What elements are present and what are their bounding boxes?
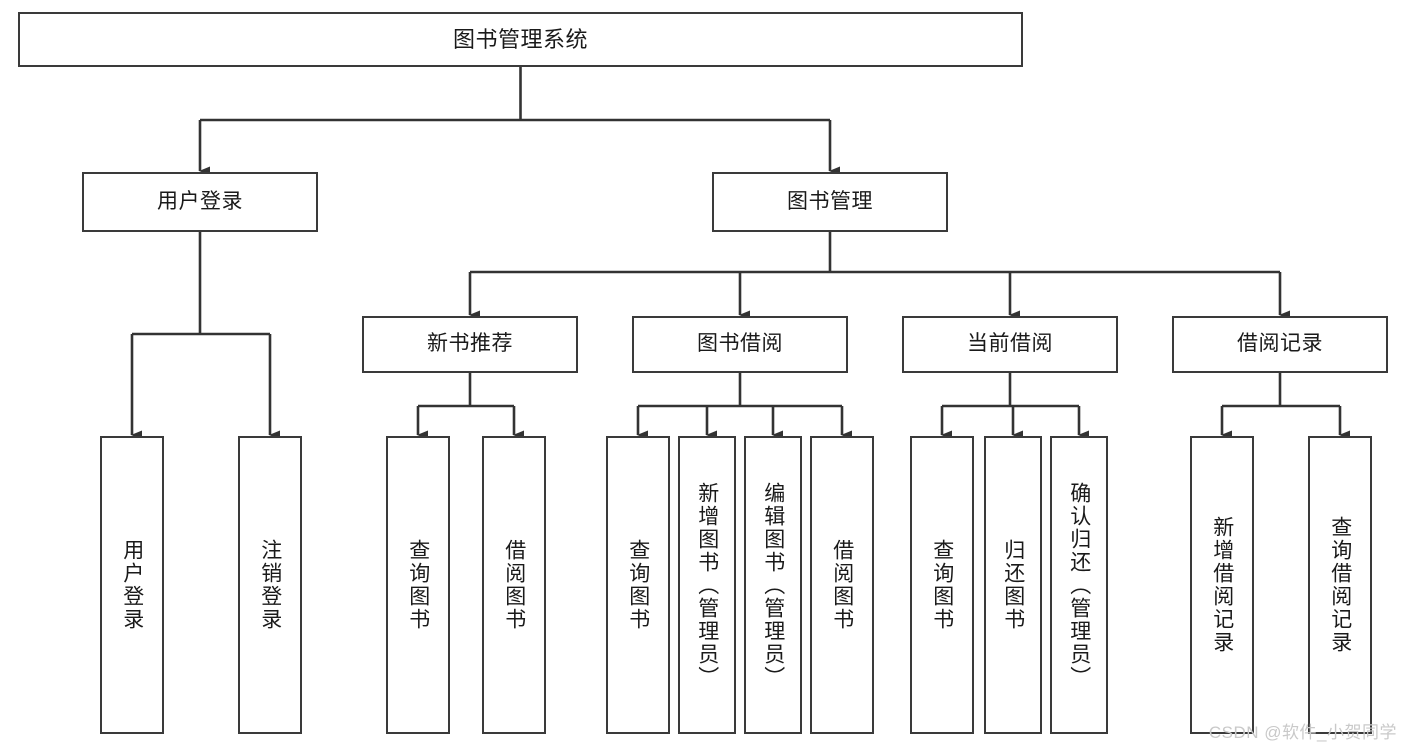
node-label: 用户登录 — [120, 539, 144, 631]
node-l-re-query[interactable]: 查询借阅记录 — [1308, 436, 1372, 734]
node-l-bo-add[interactable]: 新增图书（管理员） — [678, 436, 736, 734]
node-label: 查询图书 — [406, 539, 430, 631]
node-label: 确认归还（管理员） — [1067, 481, 1091, 689]
node-l-bo-query[interactable]: 查询图书 — [606, 436, 670, 734]
node-newbook[interactable]: 新书推荐 — [362, 316, 578, 373]
node-l-login[interactable]: 用户登录 — [100, 436, 164, 734]
node-l-re-add[interactable]: 新增借阅记录 — [1190, 436, 1254, 734]
node-l-nb-borrow[interactable]: 借阅图书 — [482, 436, 546, 734]
node-label: 查询图书 — [930, 539, 954, 631]
node-root[interactable]: 图书管理系统 — [18, 12, 1023, 67]
node-label: 归还图书 — [1001, 539, 1025, 631]
node-label: 新增借阅记录 — [1210, 516, 1234, 654]
node-label: 借阅图书 — [502, 539, 526, 631]
node-label: 新书推荐 — [427, 332, 513, 356]
node-l-cu-confirm[interactable]: 确认归还（管理员） — [1050, 436, 1108, 734]
node-borrow[interactable]: 图书借阅 — [632, 316, 848, 373]
node-label: 注销登录 — [258, 539, 282, 631]
node-label: 新增图书（管理员） — [695, 481, 719, 689]
node-label: 查询图书 — [626, 539, 650, 631]
node-label: 用户登录 — [157, 189, 243, 213]
node-l-cu-return[interactable]: 归还图书 — [984, 436, 1042, 734]
node-l-nb-query[interactable]: 查询图书 — [386, 436, 450, 734]
node-login[interactable]: 用户登录 — [82, 172, 318, 232]
node-bookmgmt[interactable]: 图书管理 — [712, 172, 948, 232]
node-label: 当前借阅 — [967, 332, 1053, 356]
node-label: 借阅记录 — [1237, 332, 1323, 356]
node-label: 图书管理系统 — [452, 26, 588, 52]
node-records[interactable]: 借阅记录 — [1172, 316, 1388, 373]
node-l-logout[interactable]: 注销登录 — [238, 436, 302, 734]
edge-paths — [130, 67, 1350, 440]
node-l-bo-borrow[interactable]: 借阅图书 — [810, 436, 874, 734]
node-l-bo-edit[interactable]: 编辑图书（管理员） — [744, 436, 802, 734]
node-label: 图书管理 — [787, 189, 873, 213]
node-label: 查询借阅记录 — [1328, 516, 1352, 654]
node-current[interactable]: 当前借阅 — [902, 316, 1118, 373]
node-l-cu-query[interactable]: 查询图书 — [910, 436, 974, 734]
node-label: 编辑图书（管理员） — [761, 481, 785, 689]
node-label: 借阅图书 — [830, 539, 854, 631]
node-label: 图书借阅 — [697, 332, 783, 356]
